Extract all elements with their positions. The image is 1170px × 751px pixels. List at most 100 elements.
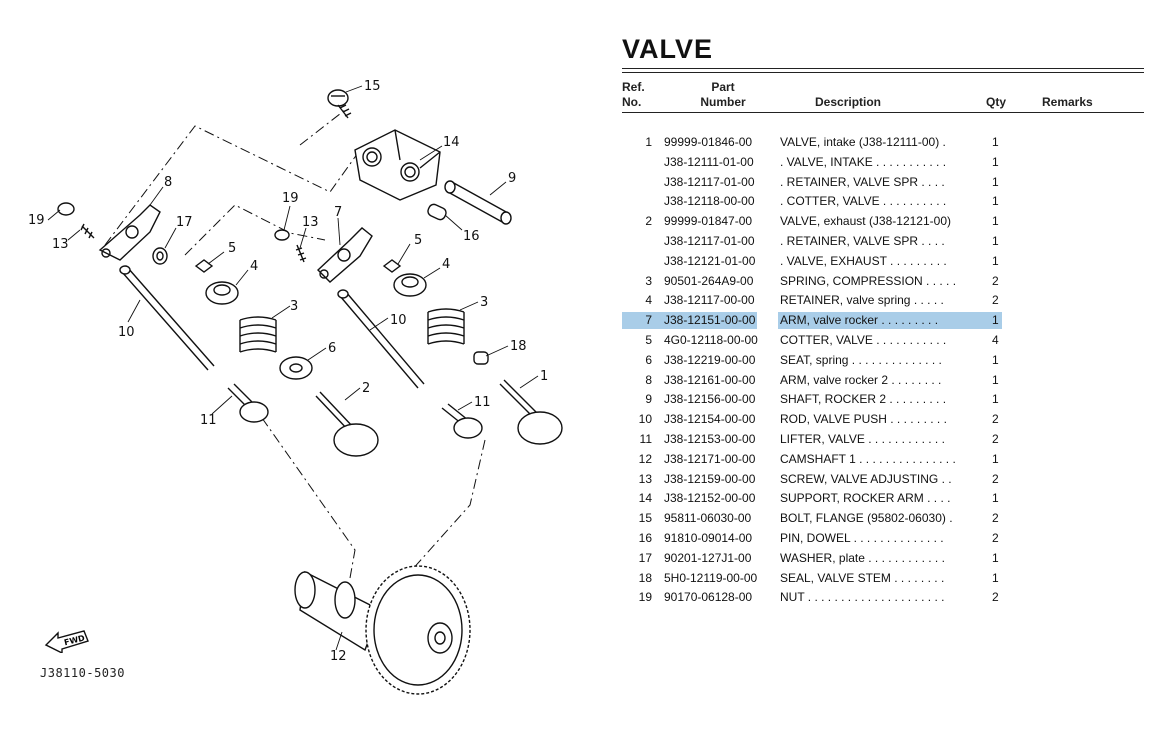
row-description: . VALVE, INTAKE . . . . . . . . . . . — [780, 154, 947, 169]
row-part-number: 91810-09014-00 — [664, 530, 753, 545]
row-ref: 18 — [638, 570, 652, 585]
callout-6: 6 — [328, 341, 336, 356]
row-qty: 1 — [992, 372, 999, 387]
callout-1: 1 — [540, 369, 548, 384]
table-row[interactable]: J38-12121-01-00. VALVE, EXHAUST . . . . … — [622, 252, 1144, 272]
callout-3a: 3 — [290, 299, 298, 314]
row-ref: 10 — [638, 412, 652, 427]
forward-arrow-icon: FWD — [44, 630, 89, 653]
parts-list: 1 99999-01846-00 VALVE, intake (J38-12111-… — [622, 133, 1144, 608]
row-description: PIN, DOWEL . . . . . . . . . . . . . . — [780, 530, 944, 545]
header-description: Description — [815, 95, 882, 109]
row-description: ARM, valve rocker 2 . . . . . . . . — [780, 372, 942, 387]
row-ref: 3 — [645, 273, 652, 288]
title-rule-2 — [622, 72, 1144, 73]
row-part-number: 90501-264A9-00 — [664, 273, 754, 288]
table-row[interactable]: 13 J38-12159-00-00 SCREW, VALVE ADJUSTING … — [622, 470, 1144, 490]
table-row[interactable]: J38-12111-01-00 . VALVE, INTAKE . . . . .… — [622, 153, 1144, 173]
row-qty: 2 — [992, 412, 999, 427]
row-part-number: J38-12159-00-00 — [664, 471, 756, 486]
row-ref: 16 — [638, 530, 652, 545]
row-qty: 1 — [992, 570, 999, 585]
table-row[interactable]: 3 90501-264A9-00 SPRING, COMPRESSION . . .… — [622, 272, 1144, 292]
row-part-number: J38-12117-00-00 — [664, 293, 755, 308]
row-part-number: J38-12117-01-00 — [664, 233, 755, 248]
row-qty: 1 — [992, 233, 999, 248]
row-description: VALVE, intake (J38-12111-00) . — [780, 135, 946, 149]
row-ref: 13 — [638, 471, 652, 486]
row-part-number: 99999-01846-00 — [664, 135, 753, 149]
row-qty: 1 — [992, 550, 999, 565]
row-description: RETAINER, valve spring . . . . . — [780, 293, 944, 308]
row-qty: 2 — [992, 293, 999, 308]
part-9-rocker-shaft — [444, 180, 512, 225]
row-qty: 2 — [992, 530, 999, 545]
row-part-number: J38-12219-00-00 — [664, 352, 756, 367]
row-description: ROD, VALVE PUSH . . . . . . . . . — [780, 412, 947, 427]
row-ref: 12 — [638, 451, 652, 466]
callout-7: 7 — [334, 205, 342, 220]
row-description: . COTTER, VALVE . . . . . . . . . . — [780, 194, 947, 209]
callout-9: 9 — [508, 171, 516, 186]
callout-14: 14 — [443, 135, 460, 150]
callout-13b: 13 — [302, 215, 319, 230]
part-16-dowel-pin — [427, 203, 447, 221]
row-description: NUT . . . . . . . . . . . . . . . . . . … — [780, 590, 945, 605]
callout-17: 17 — [176, 215, 193, 230]
table-row[interactable]: J38-12118-00-00 . COTTER, VALVE . . . . .… — [622, 192, 1144, 212]
row-qty: 2 — [992, 273, 999, 288]
row-qty: 1 — [992, 135, 999, 149]
row-part-number: 90170-06128-00 — [664, 590, 753, 605]
table-row[interactable]: J38-12117-01-00 . RETAINER, VALVE SPR . .… — [622, 232, 1144, 252]
row-ref: 1 — [645, 135, 652, 149]
row-description: . RETAINER, VALVE SPR . . . . — [780, 233, 945, 248]
header-rule — [622, 112, 1144, 113]
row-description: SCREW, VALVE ADJUSTING . . — [780, 471, 952, 486]
callout-8: 8 — [164, 175, 172, 190]
row-qty: 4 — [992, 332, 999, 347]
callout-18: 18 — [510, 339, 527, 354]
table-row[interactable]: 16 91810-09014-00 PIN, DOWEL . . . . . . .… — [622, 529, 1144, 549]
callout-5b: 5 — [414, 233, 422, 248]
row-qty: 2 — [992, 431, 999, 446]
row-part-number: 90201-127J1-00 — [664, 550, 752, 565]
row-qty: 2 — [992, 590, 999, 605]
title-rule — [622, 68, 1144, 69]
row-qty: 2 — [992, 511, 999, 526]
row-description: . VALVE, EXHAUST . . . . . . . . . — [780, 253, 947, 268]
row-ref: 7 — [645, 313, 652, 328]
row-part-number: J38-12118-00-00 — [664, 194, 755, 209]
callout-11b: 11 — [474, 395, 491, 410]
header-qty: Qty — [986, 95, 1007, 109]
row-description: SEAT, spring . . . . . . . . . . . . . . — [780, 352, 942, 367]
diagram-code: J38110-5030 — [40, 666, 125, 680]
part-3-spring-left — [239, 316, 277, 353]
row-description: SPRING, COMPRESSION . . . . . — [780, 273, 957, 288]
table-row[interactable]: J38-12117-01-00. RETAINER, VALVE SPR . .… — [622, 173, 1144, 193]
row-part-number: J38-12171-00-00 — [664, 451, 756, 466]
row-part-number: 99999-01847-00 — [664, 214, 753, 229]
row-ref: 9 — [645, 392, 652, 407]
row-description: SEAL, VALVE STEM . . . . . . . . — [780, 570, 945, 585]
part-12-camshaft — [294, 565, 471, 695]
row-part-number: J38-12156-00-00 — [664, 392, 756, 407]
part-7-rocker-arm — [316, 227, 373, 283]
table-row[interactable]: 1 99999-01846-00 VALVE, intake (J38-12111-… — [622, 133, 1144, 153]
row-part-number: J38-12161-00-00 — [664, 372, 756, 387]
row-part-number: J38-12111-01-00 — [664, 154, 754, 169]
